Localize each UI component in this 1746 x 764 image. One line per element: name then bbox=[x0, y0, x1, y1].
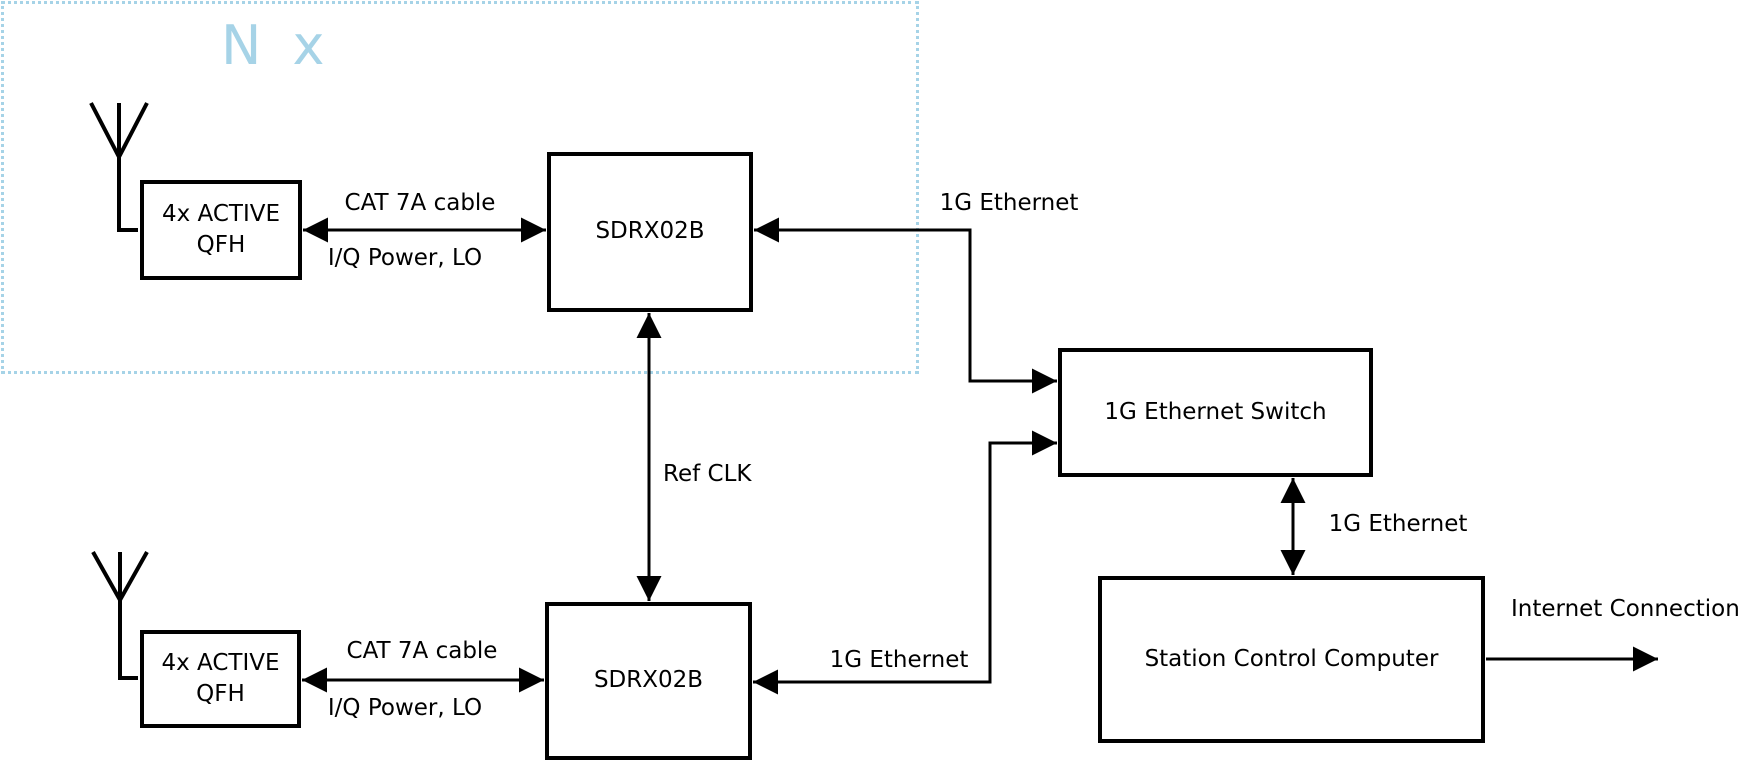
edge-label-ethernet-switch-link: 1G Ethernet bbox=[1328, 511, 1468, 537]
antenna-icon bbox=[91, 551, 149, 680]
edge-label-cat7a-bottom: CAT 7A cable bbox=[346, 638, 498, 664]
repeat-frame bbox=[1, 1, 919, 374]
antenna-icon bbox=[89, 102, 149, 232]
node-sdrx-bottom: SDRX02B bbox=[545, 602, 752, 760]
edge-label-internet-connection: Internet Connection bbox=[1511, 596, 1740, 622]
node-sdrx-top-label: SDRX02B bbox=[595, 218, 705, 245]
node-ethernet-switch: 1G Ethernet Switch bbox=[1058, 348, 1373, 477]
edge-label-cat7a-top: CAT 7A cable bbox=[344, 190, 496, 216]
repeat-count-label: N x bbox=[221, 14, 325, 77]
node-qfh-top: 4x ACTIVE QFH bbox=[140, 180, 302, 280]
node-qfh-bottom: 4x ACTIVE QFH bbox=[140, 630, 301, 728]
edge-label-ethernet-bottom: 1G Ethernet bbox=[829, 647, 969, 673]
node-station-computer: Station Control Computer bbox=[1098, 576, 1485, 743]
edge-label-iq-power-top: I/Q Power, LO bbox=[327, 245, 483, 271]
node-ethernet-switch-label: 1G Ethernet Switch bbox=[1104, 398, 1327, 425]
node-sdrx-top: SDRX02B bbox=[547, 152, 753, 312]
node-qfh-bottom-label: 4x ACTIVE QFH bbox=[161, 649, 280, 707]
ethernet-wire-top bbox=[754, 217, 1057, 394]
edge-label-iq-power-bottom: I/Q Power, LO bbox=[327, 695, 483, 721]
node-station-computer-label: Station Control Computer bbox=[1144, 645, 1439, 672]
node-qfh-top-label: 4x ACTIVE QFH bbox=[161, 200, 281, 258]
edge-label-ethernet-top: 1G Ethernet bbox=[939, 190, 1079, 216]
ethernet-wire-bottom bbox=[753, 430, 1057, 695]
edge-label-ref-clk: Ref CLK bbox=[663, 461, 752, 487]
node-sdrx-bottom-label: SDRX02B bbox=[593, 667, 704, 694]
